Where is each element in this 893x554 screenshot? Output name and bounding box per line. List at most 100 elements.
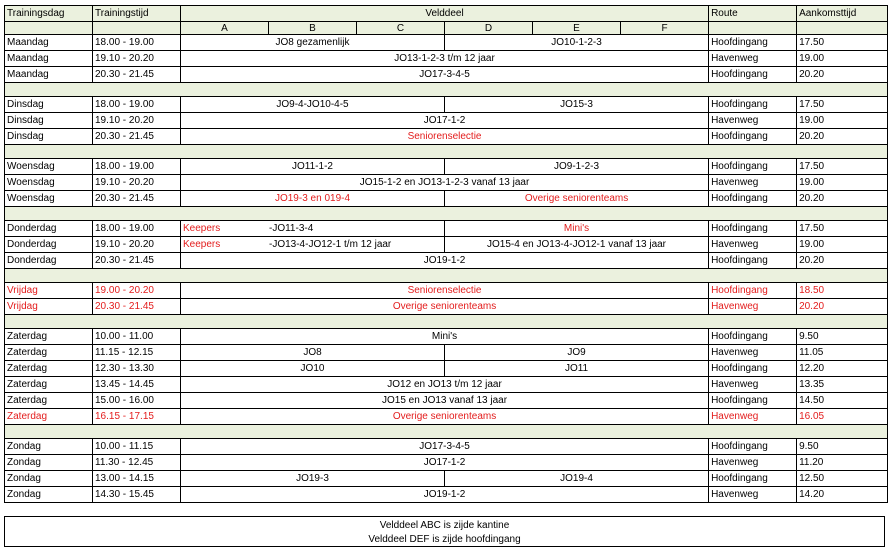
time-cell: 19.10 - 20.20 bbox=[92, 50, 181, 67]
time-cell: 16.15 - 17.15 bbox=[92, 408, 181, 425]
day-separator bbox=[3, 144, 889, 159]
day-separator bbox=[3, 268, 889, 283]
field-def-cell: JO15-4 en JO13-4-JO12-1 vanaf 13 jaar bbox=[443, 236, 710, 253]
field-abc-cell: JO11-1-2 bbox=[180, 158, 445, 175]
table-row: Zaterdag 12.30 - 13.30 JO10 JO11 Hoofdin… bbox=[4, 360, 889, 377]
time-cell: 18.00 - 19.00 bbox=[92, 96, 181, 113]
subcol-a: A bbox=[180, 21, 269, 35]
time-cell: 20.30 - 21.45 bbox=[92, 298, 181, 315]
day-cell: Zaterdag bbox=[4, 344, 93, 361]
route-cell: Hoofdingang bbox=[708, 282, 798, 299]
day-cell: Dinsdag bbox=[4, 128, 93, 145]
field-all-cell: JO17-1-2 bbox=[179, 112, 710, 129]
subcol-f: F bbox=[619, 21, 710, 35]
route-cell: Havenweg bbox=[708, 454, 798, 471]
table-row: Zaterdag 13.45 - 14.45 JO12 en JO13 t/m … bbox=[4, 376, 889, 393]
arrival-cell: 19.00 bbox=[796, 174, 889, 191]
field-def-cell: JO15-3 bbox=[443, 96, 710, 113]
arrival-cell: 20.20 bbox=[796, 252, 889, 269]
subcol-d: D bbox=[444, 21, 533, 35]
day-cell: Zaterdag bbox=[4, 392, 93, 409]
field-all-cell: Overige seniorenteams bbox=[179, 408, 710, 425]
field-def-cell: JO9-1-2-3 bbox=[443, 158, 710, 175]
route-cell: Havenweg bbox=[708, 236, 798, 253]
field-legend-note: Velddeel ABC is zijde kantine Velddeel D… bbox=[4, 516, 885, 547]
subcol-e: E bbox=[532, 21, 621, 35]
arrival-cell: 12.50 bbox=[796, 470, 889, 487]
arrival-cell: 20.20 bbox=[796, 190, 889, 207]
time-cell: 14.30 - 15.45 bbox=[92, 486, 181, 503]
time-cell: 10.00 - 11.15 bbox=[92, 438, 181, 455]
field-def-cell: JO9 bbox=[443, 344, 710, 361]
time-cell: 10.00 - 11.00 bbox=[92, 328, 181, 345]
subcol-c: C bbox=[356, 21, 445, 35]
table-row: Donderdag 18.00 - 19.00 Keepers-JO11-3-4… bbox=[4, 220, 889, 237]
day-cell: Maandag bbox=[4, 66, 93, 83]
route-cell: Hoofdingang bbox=[708, 360, 798, 377]
day-cell: Zondag bbox=[4, 454, 93, 471]
day-cell: Dinsdag bbox=[4, 96, 93, 113]
field-all-cell: Mini's bbox=[179, 328, 710, 345]
day-cell: Zaterdag bbox=[4, 328, 93, 345]
day-cell: Vrijdag bbox=[4, 282, 93, 299]
route-cell: Hoofdingang bbox=[708, 96, 798, 113]
field-abc-cell: JO19-3 en 019-4 bbox=[180, 190, 445, 207]
table-row: Woensdag 18.00 - 19.00 JO11-1-2 JO9-1-2-… bbox=[4, 158, 889, 175]
time-cell: 15.00 - 16.00 bbox=[92, 392, 181, 409]
field-all-cell: JO19-1-2 bbox=[179, 486, 710, 503]
keepers-label: Keepers bbox=[183, 238, 221, 250]
day-cell: Donderdag bbox=[4, 220, 93, 237]
day-cell: Dinsdag bbox=[4, 112, 93, 129]
team-text: -JO11-3-4 bbox=[269, 222, 314, 234]
route-cell: Hoofdingang bbox=[708, 128, 798, 145]
day-separator bbox=[3, 314, 889, 329]
arrival-cell: 11.20 bbox=[796, 454, 889, 471]
field-def-cell: Mini's bbox=[443, 220, 710, 237]
arrival-cell: 9.50 bbox=[796, 438, 889, 455]
route-cell: Hoofdingang bbox=[708, 158, 798, 175]
field-all-cell: JO17-3-4-5 bbox=[179, 66, 710, 83]
field-all-cell: JO17-1-2 bbox=[179, 454, 710, 471]
table-row: Woensdag 20.30 - 21.45 JO19-3 en 019-4 O… bbox=[4, 190, 889, 207]
header-row: Trainingsdag Trainingstijd Velddeel Rout… bbox=[4, 5, 889, 22]
table-row: Zondag 14.30 - 15.45 JO19-1-2 Havenweg 1… bbox=[4, 486, 889, 503]
time-cell: 19.00 - 20.20 bbox=[92, 282, 181, 299]
day-cell: Zondag bbox=[4, 438, 93, 455]
arrival-cell: 17.50 bbox=[796, 220, 889, 237]
time-cell: 11.15 - 12.15 bbox=[92, 344, 181, 361]
day-separator bbox=[3, 82, 889, 97]
route-cell: Hoofdingang bbox=[708, 220, 798, 237]
field-all-cell: JO15 en JO13 vanaf 13 jaar bbox=[179, 392, 710, 409]
field-all-cell: JO17-3-4-5 bbox=[179, 438, 710, 455]
training-schedule-table: Trainingsdag Trainingstijd Velddeel Rout… bbox=[3, 5, 889, 503]
route-cell: Hoofdingang bbox=[708, 392, 798, 409]
time-cell: 18.00 - 19.00 bbox=[92, 158, 181, 175]
field-abc-cell: JO8 gezamenlijk bbox=[180, 34, 445, 51]
header-arrival: Aankomsttijd bbox=[796, 5, 889, 22]
arrival-cell: 12.20 bbox=[796, 360, 889, 377]
route-cell: Hoofdingang bbox=[708, 190, 798, 207]
note-line-1: Velddeel ABC is zijde kantine bbox=[379, 520, 510, 531]
route-cell: Havenweg bbox=[708, 298, 798, 315]
route-cell: Hoofdingang bbox=[708, 66, 798, 83]
arrival-cell: 13.35 bbox=[796, 376, 889, 393]
time-cell: 11.30 - 12.45 bbox=[92, 454, 181, 471]
header-time: Trainingstijd bbox=[92, 5, 181, 22]
time-cell: 19.10 - 20.20 bbox=[92, 112, 181, 129]
keepers-label: Keepers bbox=[183, 222, 221, 234]
time-cell: 20.30 - 21.45 bbox=[92, 128, 181, 145]
field-all-cell: JO19-1-2 bbox=[179, 252, 710, 269]
time-cell: 18.00 - 19.00 bbox=[92, 34, 181, 51]
field-all-cell: JO13-1-2-3 t/m 12 jaar bbox=[179, 50, 710, 67]
table-row: Maandag 20.30 - 21.45 JO17-3-4-5 Hoofdin… bbox=[4, 66, 889, 83]
table-row: Dinsdag 19.10 - 20.20 JO17-1-2 Havenweg … bbox=[4, 112, 889, 129]
field-abc-cell: Keepers -JO11-3-4 bbox=[180, 220, 445, 237]
arrival-cell: 17.50 bbox=[796, 96, 889, 113]
route-cell: Havenweg bbox=[708, 112, 798, 129]
day-cell: Woensdag bbox=[4, 174, 93, 191]
table-row: Zondag 10.00 - 11.15 JO17-3-4-5 Hoofding… bbox=[4, 438, 889, 455]
field-all-cell: Seniorenselectie bbox=[179, 128, 710, 145]
table-row: Dinsdag 18.00 - 19.00 JO9-4-JO10-4-5 JO1… bbox=[4, 96, 889, 113]
header-day: Trainingsdag bbox=[4, 5, 93, 22]
day-separator bbox=[3, 206, 889, 221]
